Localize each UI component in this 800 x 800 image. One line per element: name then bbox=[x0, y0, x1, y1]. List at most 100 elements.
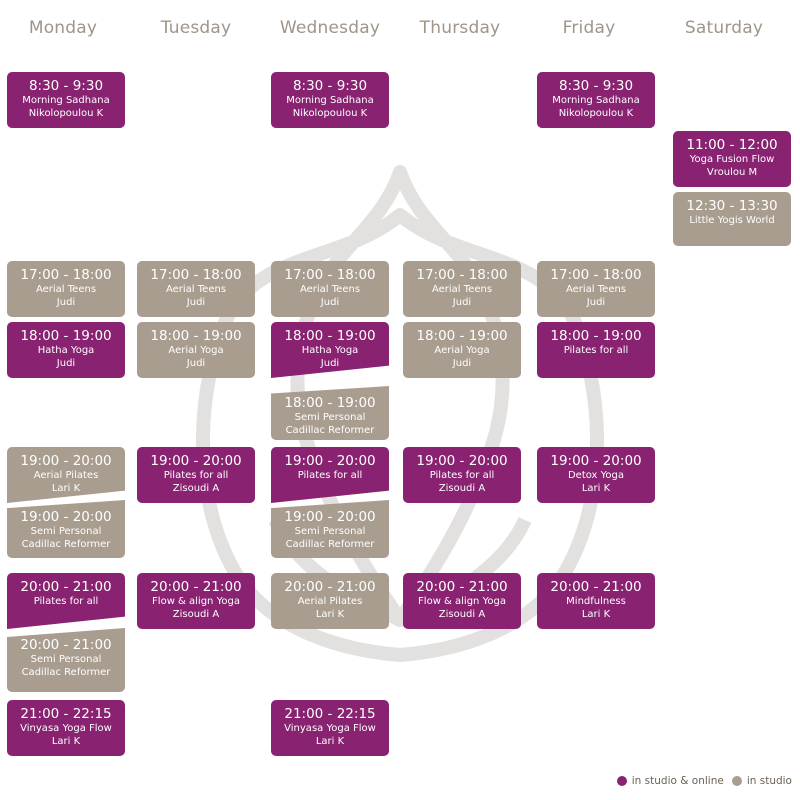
class-detail: Lari K bbox=[581, 483, 611, 494]
class-time: 20:00 - 21:00 bbox=[284, 579, 376, 595]
class-name: Mindfulness bbox=[566, 596, 626, 607]
class-name: Aerial Pilates bbox=[297, 596, 363, 607]
class-time: 18:00 - 19:00 bbox=[284, 328, 376, 344]
class-time: 17:00 - 18:00 bbox=[416, 267, 508, 283]
class-detail: Lari K bbox=[315, 609, 345, 620]
class-time: 20:00 - 21:00 bbox=[416, 579, 508, 595]
class-name: Pilates for all bbox=[297, 470, 363, 481]
class-name: Morning Sadhana bbox=[22, 95, 110, 106]
class-detail: Judi bbox=[320, 297, 340, 308]
class-time: 20:00 - 21:00 bbox=[550, 579, 642, 595]
legend-item-studio: in studio bbox=[731, 775, 792, 787]
class-name: Aerial Teens bbox=[165, 284, 227, 295]
class-time: 17:00 - 18:00 bbox=[20, 267, 112, 283]
class-name: Aerial Yoga bbox=[168, 345, 224, 356]
class-name: Vinyasa Yoga Flow bbox=[284, 723, 376, 734]
class-time: 17:00 - 18:00 bbox=[550, 267, 642, 283]
class-time: 20:00 - 21:00 bbox=[150, 579, 242, 595]
class-time: 19:00 - 20:00 bbox=[550, 453, 642, 469]
class-name: Semi Personal bbox=[30, 654, 102, 665]
class-detail: Judi bbox=[186, 297, 206, 308]
legend-label-online: in studio & online bbox=[631, 775, 724, 787]
class-detail: Nikolopoulou K bbox=[558, 108, 634, 119]
legend: in studio & online in studio bbox=[609, 775, 792, 787]
class-detail: Judi bbox=[320, 358, 340, 369]
class-detail: Judi bbox=[56, 358, 76, 369]
class-name: Pilates for all bbox=[163, 470, 229, 481]
class-time: 18:00 - 19:00 bbox=[20, 328, 112, 344]
class-name: Morning Sadhana bbox=[552, 95, 640, 106]
class-name: Morning Sadhana bbox=[286, 95, 374, 106]
class-time: 12:30 - 13:30 bbox=[686, 198, 778, 214]
class-name: Aerial Teens bbox=[299, 284, 361, 295]
class-name: Semi Personal bbox=[294, 526, 366, 537]
class-time: 19:00 - 20:00 bbox=[284, 453, 376, 469]
class-time: 19:00 - 20:00 bbox=[284, 509, 376, 525]
class-name: Aerial Teens bbox=[431, 284, 493, 295]
class-name: Little Yogis World bbox=[689, 215, 775, 226]
day-header-tuesday: Tuesday bbox=[160, 18, 232, 38]
class-name: Detox Yoga bbox=[567, 470, 625, 481]
class-time: 8:30 - 9:30 bbox=[292, 78, 368, 94]
legend-item-online: in studio & online bbox=[616, 775, 724, 787]
class-time: 18:00 - 19:00 bbox=[284, 395, 376, 411]
class-detail: Cadillac Reformer bbox=[285, 425, 375, 436]
class-name: Flow & align Yoga bbox=[152, 596, 240, 607]
class-name: Pilates for all bbox=[429, 470, 495, 481]
day-header-saturday: Saturday bbox=[684, 18, 764, 38]
class-time: 8:30 - 9:30 bbox=[28, 78, 104, 94]
class-name: Pilates for all bbox=[33, 596, 99, 607]
legend-label-studio: in studio bbox=[746, 775, 792, 787]
class-detail: Zisoudi A bbox=[172, 483, 220, 494]
class-time: 21:00 - 22:15 bbox=[20, 706, 112, 722]
class-detail: Nikolopoulou K bbox=[292, 108, 368, 119]
class-detail: Judi bbox=[452, 358, 472, 369]
class-name: Aerial Yoga bbox=[434, 345, 490, 356]
class-time: 20:00 - 21:00 bbox=[20, 637, 112, 653]
day-header-monday: Monday bbox=[28, 18, 98, 38]
class-detail: Zisoudi A bbox=[438, 609, 486, 620]
class-time: 11:00 - 12:00 bbox=[686, 137, 778, 153]
class-detail: Nikolopoulou K bbox=[28, 108, 104, 119]
class-detail: Vroulou M bbox=[706, 167, 758, 178]
class-time: 18:00 - 19:00 bbox=[150, 328, 242, 344]
class-time: 19:00 - 20:00 bbox=[20, 453, 112, 469]
studio-dot-icon bbox=[731, 776, 742, 786]
class-time: 17:00 - 18:00 bbox=[150, 267, 242, 283]
class-name: Semi Personal bbox=[30, 526, 102, 537]
class-name: Hatha Yoga bbox=[301, 345, 359, 356]
class-detail: Zisoudi A bbox=[172, 609, 220, 620]
class-time: 17:00 - 18:00 bbox=[284, 267, 376, 283]
